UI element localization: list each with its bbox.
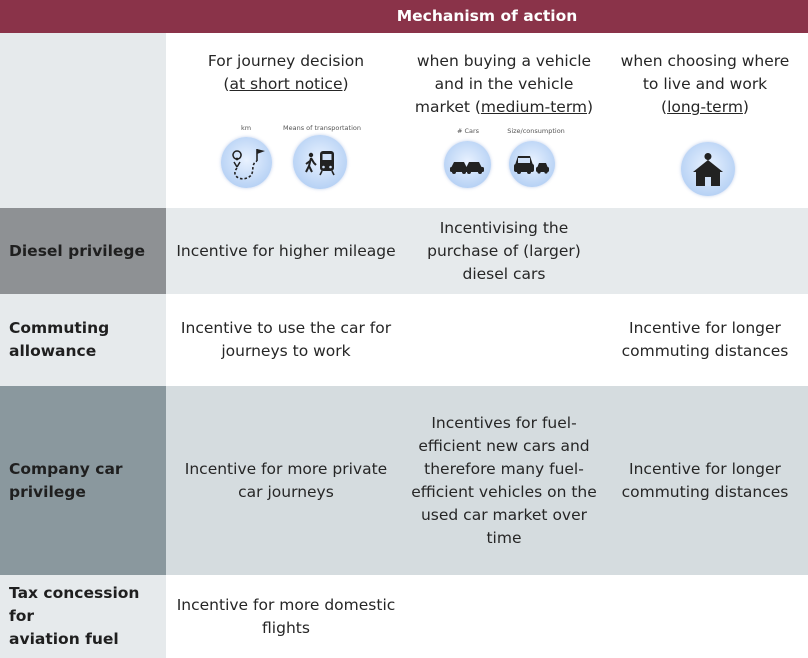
car-size-icon — [509, 141, 555, 187]
cell-line: Incentives for fuel- — [431, 413, 577, 432]
row-label-line: Tax concession for — [9, 584, 140, 625]
cell-line: Incentive for more private — [184, 459, 388, 478]
cell-line: commuting distances — [621, 482, 789, 501]
column-header-short-notice: For journey decision (at short notice) — [166, 50, 406, 96]
column-header-line: when choosing where — [620, 52, 790, 70]
row-label-line: privilege — [9, 482, 86, 501]
column-header-line: For journey decision — [207, 52, 365, 70]
row-label: Commuting allowance — [0, 294, 166, 386]
house-icon — [681, 142, 735, 196]
cell-long-term: Incentive for longer commuting distances — [602, 386, 808, 575]
means-caption: Means of transportation — [283, 124, 361, 132]
column-header-line: market (medium-term) — [406, 96, 602, 119]
header-title: Mechanism of action — [396, 7, 578, 25]
cell-line: Incentivising the — [439, 218, 569, 237]
cell-medium-term: Incentives for fuel- efficient new cars … — [406, 386, 602, 575]
paren-open: ( — [661, 98, 668, 116]
text-prefix: market ( — [414, 98, 481, 116]
underlined-term: at short notice — [229, 75, 343, 93]
paren-close: ) — [587, 98, 594, 116]
cell-line: efficient vehicles on the — [411, 482, 597, 501]
row-label-line: Company car — [9, 459, 123, 478]
column-header-line: to live and work — [642, 75, 768, 93]
multiple-cars-icon — [444, 141, 491, 188]
underlined-term: medium-term — [480, 98, 588, 116]
cell-line: car journeys — [238, 482, 334, 501]
paren-open: ( — [223, 75, 230, 93]
row-label-line: Commuting — [9, 319, 110, 337]
underlined-term: long-term — [667, 98, 743, 116]
column-header-line: when buying a vehicle — [416, 52, 592, 70]
cell-line: Incentive for more domestic — [176, 595, 396, 614]
row-label: Company car privilege — [0, 386, 166, 575]
cell-line: diesel cars — [462, 264, 546, 283]
cell-line: purchase of (larger) — [427, 241, 581, 260]
cell-line: Incentive for longer — [629, 319, 781, 337]
empty-corner-cell — [0, 33, 166, 208]
cell-short-notice: Incentive for more domestic flights — [166, 575, 406, 658]
cell-medium-term: Incentivising the purchase of (larger) d… — [406, 208, 602, 294]
row-label-line: aviation fuel — [9, 630, 119, 648]
row-commuting-allowance: Commuting allowance Incentive to use the… — [0, 294, 808, 386]
cell-line: time — [486, 528, 522, 547]
column-header-line: (at short notice) — [166, 73, 406, 96]
cars-caption: # Cars — [456, 127, 480, 135]
row-label: Tax concession for aviation fuel — [0, 575, 166, 658]
cell-line: journeys to work — [221, 342, 351, 360]
cell-short-notice: Incentive for higher mileage — [166, 208, 406, 294]
cell-line: flights — [262, 618, 310, 637]
cell-line: commuting distances — [621, 342, 789, 360]
cell-line: therefore many fuel- — [424, 459, 584, 478]
column-header-line: and in the vehicle — [434, 75, 574, 93]
walk-and-tram-icon — [293, 135, 347, 189]
row-label-line: allowance — [9, 342, 97, 360]
row-diesel-privilege: Diesel privilege Incentive for higher mi… — [0, 208, 808, 294]
cell-line: used car market over — [420, 505, 588, 524]
row-label-text: Diesel privilege — [9, 241, 146, 260]
cell-line: Incentive for longer — [629, 459, 781, 478]
column-header-medium-term: when buying a vehicle and in the vehicle… — [406, 50, 602, 119]
paren-close: ) — [342, 75, 349, 93]
route-icon — [221, 137, 272, 188]
cell-long-term: Incentive for longer commuting distances — [602, 294, 808, 386]
paren-close: ) — [742, 98, 749, 116]
cell-short-notice: Incentive to use the car for journeys to… — [166, 294, 406, 386]
row-aviation-fuel: Tax concession for aviation fuel Incenti… — [0, 575, 808, 658]
column-header-line: (long-term) — [602, 96, 808, 119]
column-header-long-term: when choosing where to live and work (lo… — [602, 50, 808, 119]
header-bar — [0, 0, 808, 33]
size-caption: Size/consumption — [507, 127, 565, 135]
row-label: Diesel privilege — [0, 208, 166, 294]
cell-short-notice: Incentive for more private car journeys — [166, 386, 406, 575]
row-company-car-privilege: Company car privilege Incentive for more… — [0, 386, 808, 575]
cell-text: Incentive for higher mileage — [176, 241, 396, 260]
km-caption: km — [240, 124, 252, 132]
cell-line: Incentive to use the car for — [180, 319, 392, 337]
cell-line: efficient new cars and — [418, 436, 590, 455]
